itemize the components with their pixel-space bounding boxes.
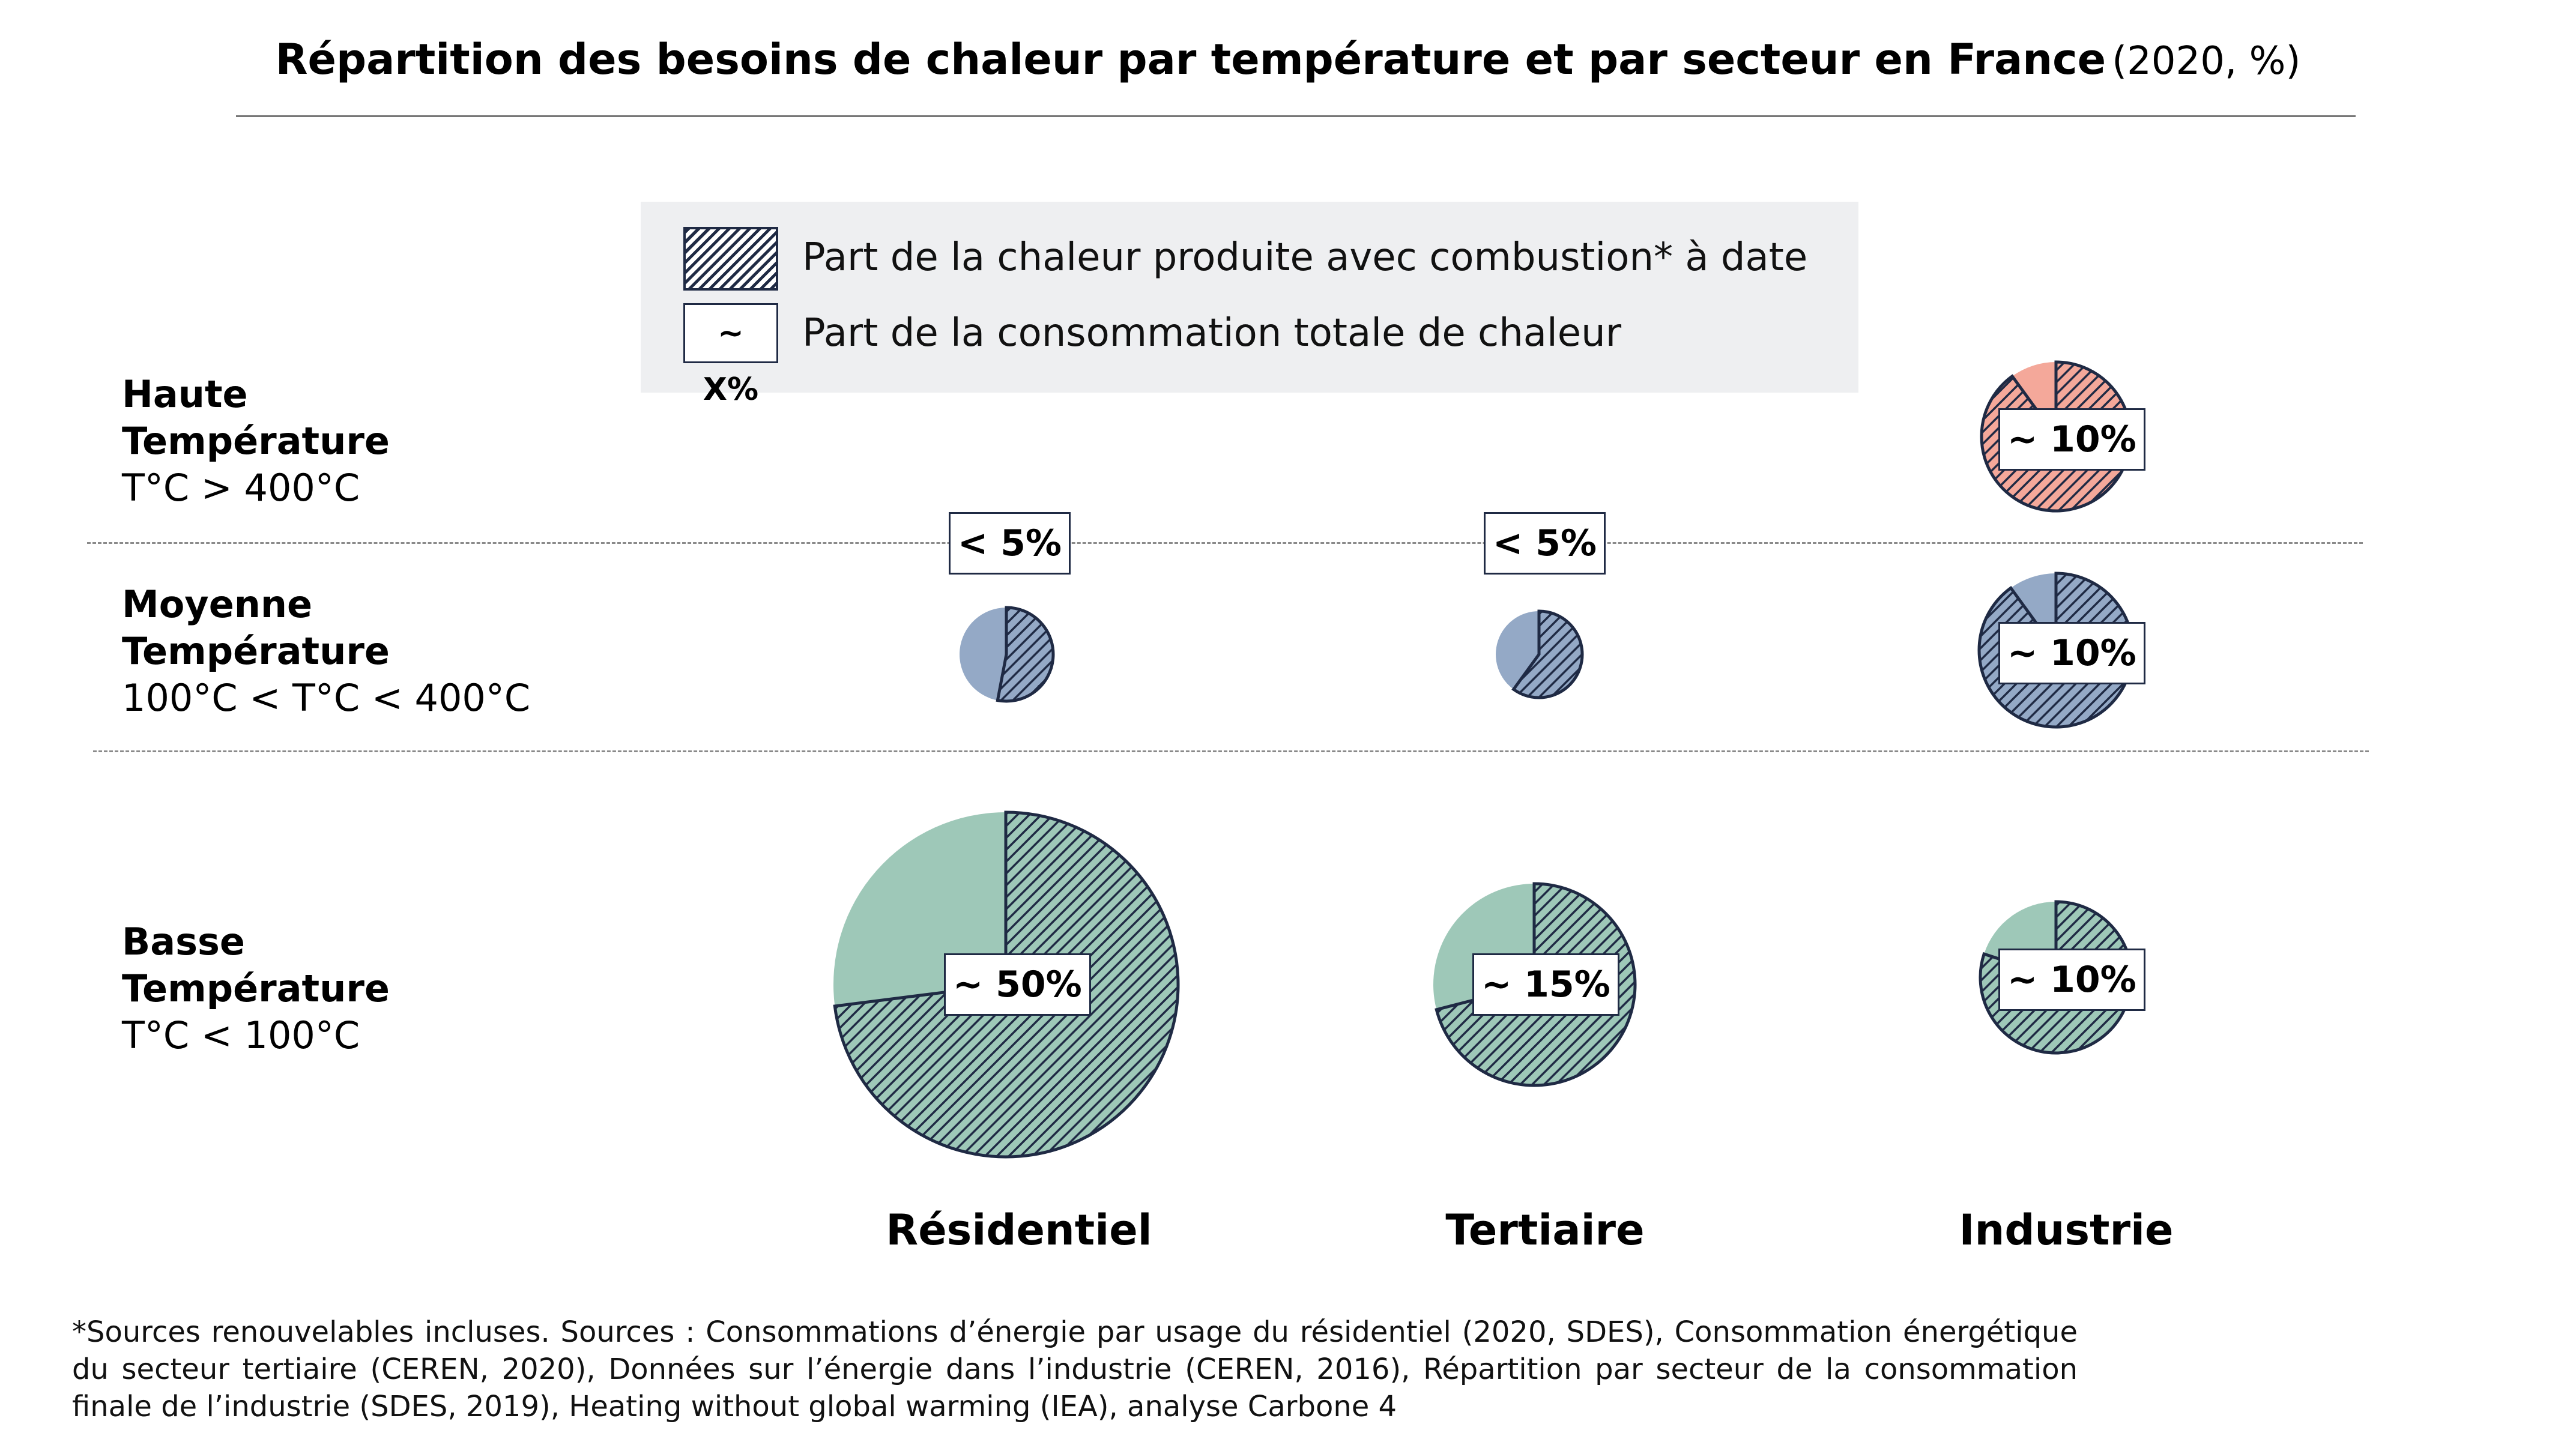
chart-title: Répartition des besoins de chaleur par t… — [0, 35, 2576, 84]
row-range-moyenne: 100°C < T°C < 400°C — [122, 676, 531, 720]
row-title-moyenne: Moyenne Température — [122, 582, 390, 673]
row-label-basse: Basse Température T°C < 100°C — [122, 919, 390, 1059]
pie-slice-combustion — [996, 606, 1055, 703]
share-badge-basse-industrie: ~ 10% — [1998, 949, 2145, 1011]
row-title-basse: Basse Température — [122, 920, 390, 1010]
share-badge-moyenne-tertiaire: < 5% — [1484, 512, 1606, 575]
row-label-moyenne: Moyenne Température 100°C < T°C < 400°C — [122, 581, 530, 722]
sector-label-residentiel: Résidentiel — [886, 1205, 1152, 1255]
divider-moyenne-basse — [93, 750, 2369, 752]
share-badge-moyenne-residentiel: < 5% — [949, 512, 1071, 575]
sources-footnote: *Sources renouvelables incluses. Sources… — [72, 1315, 2078, 1423]
chart-title-unit: (2020, %) — [2112, 39, 2301, 83]
row-title-haute: Haute Température — [122, 372, 390, 463]
chart-title-main: Répartition des besoins de chaleur par t… — [275, 35, 2106, 84]
pie-slice-combustion — [1511, 609, 1584, 699]
title-divider — [236, 115, 2356, 117]
pie-moyenne-2 — [1496, 609, 1584, 699]
row-range-haute: T°C > 400°C — [122, 466, 360, 510]
share-badge-basse-tertiaire: ~ 15% — [1472, 953, 1619, 1016]
legend — [641, 202, 1858, 393]
divider-haute-moyenne — [87, 542, 2363, 544]
sector-label-industrie: Industrie — [1959, 1205, 2174, 1255]
row-label-haute: Haute Température T°C > 400°C — [122, 371, 390, 511]
legend-hatch-label: Part de la chaleur produite avec combust… — [802, 235, 1808, 280]
legend-badge-label: Part de la consommation totale de chaleu… — [802, 311, 1622, 355]
pie-slice-other — [960, 608, 1006, 701]
share-badge-basse-residentiel: ~ 50% — [944, 953, 1091, 1016]
row-range-basse: T°C < 100°C — [122, 1013, 360, 1057]
pie-moyenne-1 — [960, 606, 1055, 703]
pie-slice-other — [1496, 611, 1539, 690]
legend-badge-sample: ~ X% — [683, 303, 778, 408]
share-badge-moyenne-industrie: ~ 10% — [1998, 622, 2145, 684]
pie-moyenne-3 — [1977, 572, 2135, 729]
legend-hatch-swatch — [683, 227, 778, 291]
sector-label-tertiaire: Tertiaire — [1445, 1205, 1645, 1255]
share-badge-haute-industrie: ~ 10% — [1998, 408, 2145, 471]
